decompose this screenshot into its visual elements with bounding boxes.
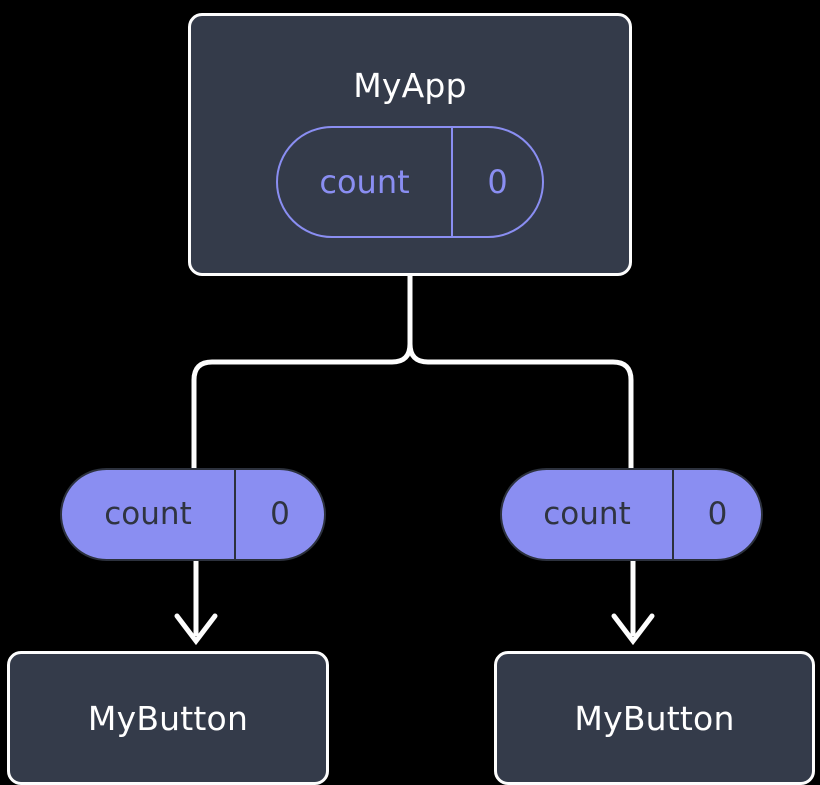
state-pill-child-right-value: 0: [707, 496, 728, 532]
node-mybutton-left[interactable]: MyButton: [7, 651, 329, 785]
node-mybutton-right-label: MyButton: [574, 698, 735, 738]
edge-myapp-fork-left: [191, 273, 413, 471]
state-pill-child-left-value: 0: [270, 496, 290, 532]
node-mybutton-right[interactable]: MyButton: [494, 651, 815, 785]
node-mybutton-left-label: MyButton: [87, 698, 249, 738]
state-pill-child-right-key: count: [502, 470, 674, 559]
state-pill-child-right[interactable]: count 0: [500, 468, 763, 561]
edge-myapp-fork-right: [407, 273, 634, 471]
node-myapp-label: MyApp: [353, 66, 467, 105]
state-pill-child-left-key: count: [62, 470, 236, 559]
state-pill-myapp-value: 0: [487, 163, 508, 201]
arrowhead-left-icon: [174, 613, 218, 646]
state-pill-myapp[interactable]: count 0: [276, 126, 544, 238]
arrowhead-right-icon: [611, 613, 655, 646]
state-pill-child-left[interactable]: count 0: [60, 468, 326, 561]
state-pill-myapp-key: count: [278, 128, 453, 236]
